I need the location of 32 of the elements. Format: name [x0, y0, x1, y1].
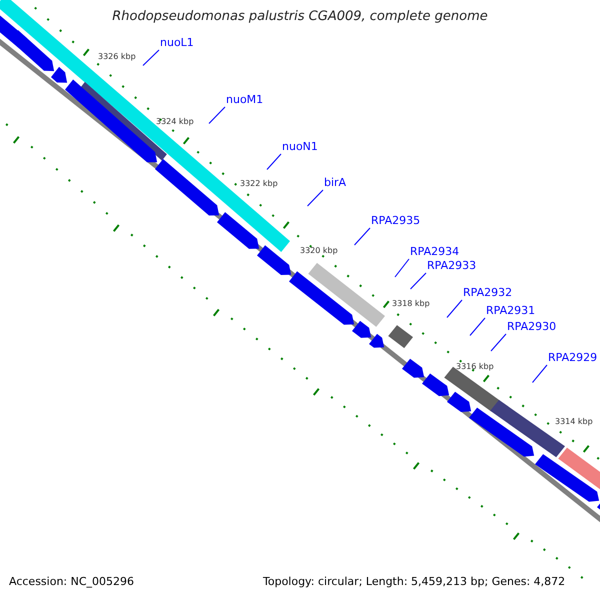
- scale-label: 3318 kbp: [392, 300, 430, 308]
- leader-line: [354, 228, 370, 246]
- gene-label: nuoL1: [160, 37, 194, 48]
- scale-label: 3316 kbp: [456, 363, 494, 371]
- leader-line: [142, 50, 160, 66]
- gene-label: nuoM1: [226, 94, 264, 105]
- gene-label: RPA2929: [548, 352, 598, 363]
- leader-line: [394, 258, 410, 278]
- leader-line: [532, 364, 548, 383]
- leader-line: [266, 154, 282, 170]
- leader-line: [490, 334, 506, 352]
- scale-label: 3320 kbp: [300, 247, 338, 255]
- gene-label: RPA2935: [371, 215, 420, 226]
- gene-label: RPA2930: [507, 321, 556, 332]
- genome-title: Rhodopseudomonas palustris CGA009, complete genome: [111, 10, 489, 23]
- scale-label: 3326 kbp: [98, 53, 136, 61]
- genome-summary-text: Topology: circular; Length: 5,459,213 bp; Genes: 4,872: [263, 576, 566, 587]
- leader-line: [208, 106, 226, 124]
- accession-text: Accession: NC_005296: [9, 576, 134, 587]
- gene-label: birA: [324, 177, 346, 188]
- gene-label: RPA2932: [463, 287, 512, 298]
- leader-line: [446, 300, 462, 318]
- gene-label: RPA2931: [486, 305, 536, 316]
- leader-line: [470, 318, 486, 336]
- gene-label: RPA2934: [410, 246, 460, 257]
- scale-label: 3314 kbp: [555, 418, 593, 426]
- gene-label: nuoN1: [282, 141, 318, 152]
- gene-label: RPA2933: [427, 260, 476, 271]
- leader-line: [307, 190, 324, 206]
- scale-label: 3324 kbp: [156, 118, 194, 126]
- leader-line: [410, 272, 426, 290]
- scale-label: 3322 kbp: [240, 180, 278, 188]
